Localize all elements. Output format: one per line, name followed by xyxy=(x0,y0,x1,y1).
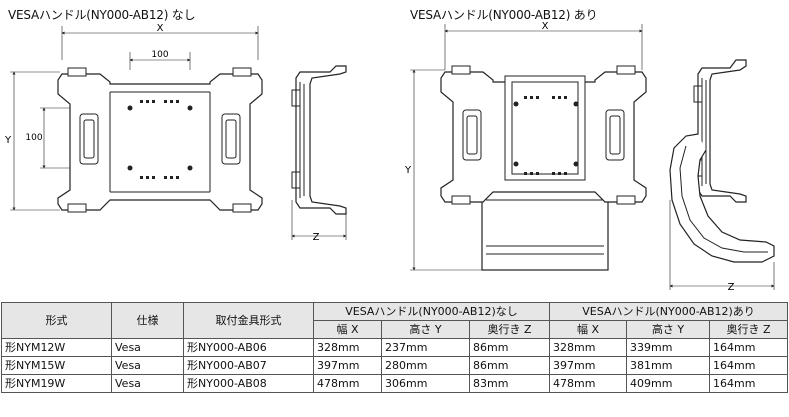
cell-spec: Vesa xyxy=(111,356,184,375)
vesa-holes-left xyxy=(127,100,193,179)
vent-slots-left xyxy=(140,100,179,179)
table-row: 形NYM15W Vesa 形NY000-AB07 397mm 280mm 86m… xyxy=(1,356,789,375)
table-row: 形NYM19W Vesa 形NY000-AB08 478mm 306mm 83m… xyxy=(1,374,789,393)
cell-bracket: 形NY000-AB07 xyxy=(183,356,314,375)
cell-height-without: 237mm xyxy=(381,338,470,357)
header-width: 幅 X xyxy=(313,320,382,339)
cell-model: 形NYM12W xyxy=(1,338,112,357)
cell-height-without: 306mm xyxy=(381,374,470,393)
cell-height-with: 381mm xyxy=(626,356,711,375)
cell-depth-without: 83mm xyxy=(468,374,551,393)
header-group-without: VESAハンドル(NY000-AB12)なし xyxy=(312,302,551,321)
header-model: 形式 xyxy=(1,302,112,339)
cell-bracket: 形NY000-AB08 xyxy=(183,374,314,393)
header-depth: 奥行き Z xyxy=(709,320,789,339)
header-width: 幅 X xyxy=(549,320,628,339)
header-group-with: VESAハンドル(NY000-AB12)あり xyxy=(549,302,789,321)
front-view-with-handle xyxy=(410,24,647,271)
cell-depth-with: 164mm xyxy=(709,374,789,393)
cell-width-with: 478mm xyxy=(549,374,628,393)
dim-100-v-left: 100 xyxy=(25,133,42,143)
cell-height-with: 339mm xyxy=(626,338,711,357)
cell-spec: Vesa xyxy=(111,374,184,393)
table-header-row-1: 形式 仕様 取付金具形式 VESAハンドル(NY000-AB12)なし VESA… xyxy=(1,302,789,339)
cell-height-with: 409mm xyxy=(626,374,711,393)
header-bracket: 取付金具形式 xyxy=(183,302,314,339)
header-height: 高さ Y xyxy=(626,320,711,339)
vent-slots-right xyxy=(524,96,567,175)
caption-with-handle: VESAハンドル(NY000-AB12) あり xyxy=(410,8,598,22)
cell-depth-with: 164mm xyxy=(709,356,789,375)
cell-width-without: 478mm xyxy=(313,374,382,393)
cell-depth-without: 86mm xyxy=(468,356,551,375)
dim-y-right: Y xyxy=(404,165,412,176)
header-spec: 仕様 xyxy=(111,302,184,339)
technical-drawings: X 100 Y 100 Z xyxy=(4,21,775,293)
header-depth: 奥行き Z xyxy=(468,320,551,339)
vesa-holes-right xyxy=(513,96,579,175)
dim-x-right: X xyxy=(542,21,549,32)
spec-table: 形式 仕様 取付金具形式 VESAハンドル(NY000-AB12)なし VESA… xyxy=(1,302,789,393)
dim-100-h-left: 100 xyxy=(151,50,168,60)
table-row: 形NYM12W Vesa 形NY000-AB06 328mm 237mm 86m… xyxy=(1,338,789,357)
cell-width-without: 328mm xyxy=(313,338,382,357)
cell-spec: Vesa xyxy=(111,338,184,357)
cell-width-with: 397mm xyxy=(549,356,628,375)
cell-width-without: 397mm xyxy=(313,356,382,375)
dim-x-left: X xyxy=(157,23,164,34)
cell-height-without: 280mm xyxy=(381,356,470,375)
cell-model: 形NYM19W xyxy=(1,374,112,393)
front-view-without-handle xyxy=(10,26,263,213)
cell-width-with: 328mm xyxy=(549,338,628,357)
cell-depth-without: 86mm xyxy=(468,338,551,357)
table-header-row-2: 幅 X 高さ Y 奥行き Z 幅 X 高さ Y 奥行き Z xyxy=(2,320,789,339)
dim-z-left: Z xyxy=(313,232,320,243)
side-view-without-handle xyxy=(291,65,347,240)
cell-depth-with: 164mm xyxy=(709,338,789,357)
cell-model: 形NYM15W xyxy=(1,356,112,375)
caption-without-handle: VESAハンドル(NY000-AB12) なし xyxy=(8,8,196,22)
header-height: 高さ Y xyxy=(381,320,470,339)
dim-z-right: Z xyxy=(728,282,735,293)
dim-y-left: Y xyxy=(4,135,12,146)
side-view-with-handle xyxy=(669,59,775,290)
cell-bracket: 形NY000-AB06 xyxy=(183,338,314,357)
